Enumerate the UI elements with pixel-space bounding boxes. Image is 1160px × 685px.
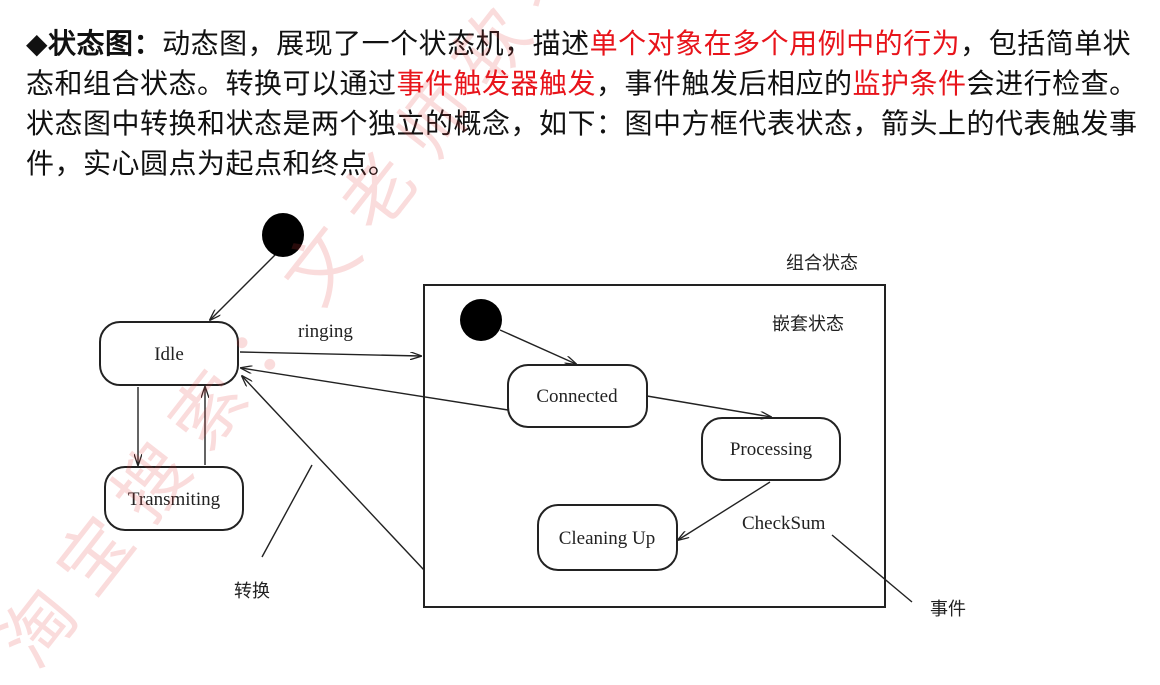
arrow-idle-to-composite (239, 351, 421, 356)
idle-label: Idle (154, 344, 184, 365)
arrow-connected-to-idle (241, 368, 509, 411)
arrow-processing-to-cleaning (678, 481, 771, 540)
event-pointer-line (831, 534, 913, 603)
text-3: ，事件触发后相应的 (596, 67, 853, 100)
arrow-inner-initial-to-connected (499, 329, 576, 364)
transition-pointer-line (261, 464, 313, 558)
processing-label: Processing (730, 439, 813, 460)
transmiting-label: Transmiting (128, 489, 221, 510)
bullet-icon: ◆ (26, 27, 49, 60)
composite-state-label: 组合状态 (786, 253, 858, 274)
event-label: 事件 (930, 599, 966, 620)
text-1: 动态图，展现了一个状态机，描述 (162, 27, 590, 60)
connected-label: Connected (536, 386, 618, 407)
composite-state-box (423, 284, 886, 608)
checksum-label: CheckSum (742, 513, 826, 534)
text-4: 会进行检查。状态图中转换和状态是两个独立的概念，如下：图中方框代表状态，箭头上的… (26, 67, 1138, 180)
term-colon: ： (133, 27, 163, 60)
highlight-2: 事件触发器触发 (396, 67, 597, 100)
text-2: ，包括简单状态和组合状态。转换可以通过 (26, 27, 1132, 100)
ringing-label: ringing (298, 321, 353, 342)
highlight-1: 单个对象在多个用例中的行为 (589, 27, 961, 60)
term: 状态图 (48, 27, 134, 60)
initial-state-dot (262, 213, 304, 257)
transition-label: 转换 (234, 581, 270, 602)
inner-initial-state-dot (460, 299, 502, 341)
highlight-3: 监护条件 (852, 67, 967, 100)
cleaning-up-label: Cleaning Up (559, 528, 656, 549)
description-paragraph: ◆状态图：动态图，展现了一个状态机，描述单个对象在多个用例中的行为，包括简单状态… (26, 24, 1146, 184)
state-diagram: Idle Transmiting Connected Processing Cl… (99, 213, 966, 620)
nested-state-label: 嵌套状态 (772, 314, 844, 335)
state-idle (99, 321, 239, 386)
arrow-composite-to-idle (242, 376, 425, 571)
state-transmiting (104, 466, 244, 531)
arrow-initial-to-idle (210, 254, 276, 320)
arrow-connected-to-processing (646, 395, 771, 417)
